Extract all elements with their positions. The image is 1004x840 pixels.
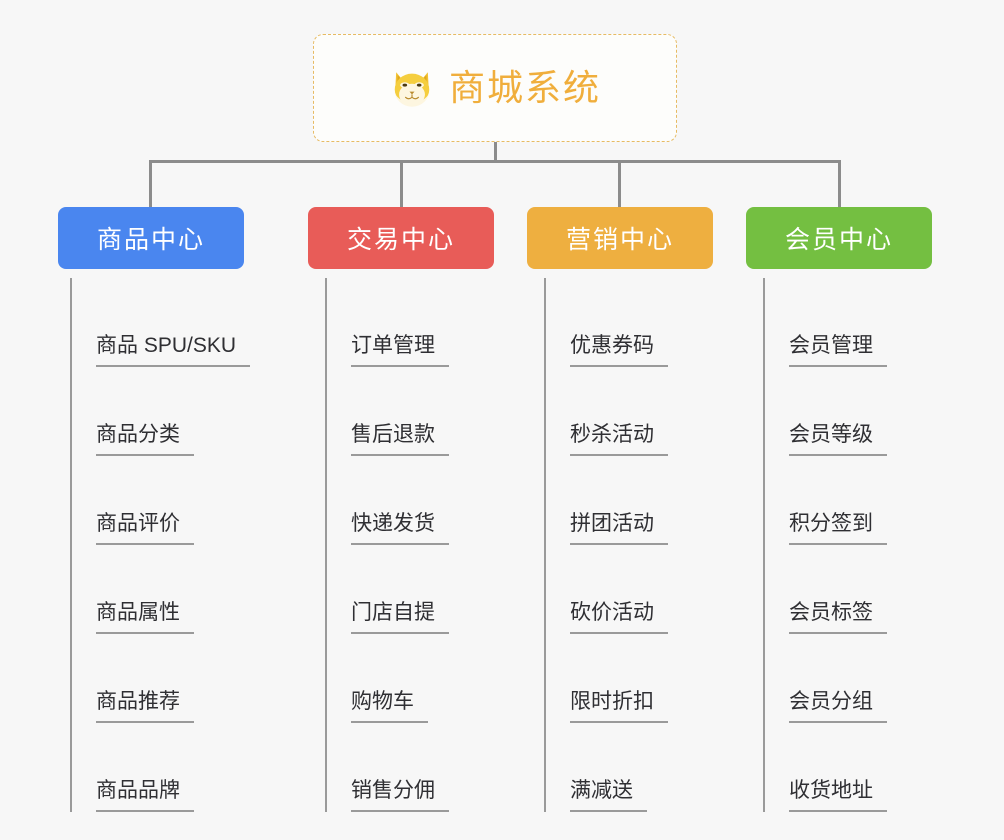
leaf-item[interactable]: 购物车 xyxy=(325,634,449,723)
leaf-label: 销售分佣 xyxy=(351,780,449,812)
leaf-spine-member-center xyxy=(763,278,765,812)
leaf-label: 商品 SPU/SKU xyxy=(96,335,251,367)
category-label-product-center: 商品中心 xyxy=(96,226,205,254)
leaf-label: 商品评价 xyxy=(96,513,194,545)
leaf-label: 限时折扣 xyxy=(570,691,668,723)
leaf-item[interactable]: 商品属性 xyxy=(70,545,250,634)
leaf-item[interactable]: 拼团活动 xyxy=(544,456,668,545)
leaf-label: 砍价活动 xyxy=(570,602,668,634)
leaf-label: 商品属性 xyxy=(96,602,194,634)
leaf-item[interactable]: 商品分类 xyxy=(70,367,250,456)
leaf-label: 会员管理 xyxy=(789,335,887,367)
leaf-item[interactable]: 订单管理 xyxy=(325,278,449,367)
root-title: 商城系统 xyxy=(448,67,601,108)
leaf-column-marketing-center: 优惠券码 秒杀活动 拼团活动 砍价活动 限时折扣 满减送 xyxy=(544,278,668,812)
leaf-item[interactable]: 积分签到 xyxy=(763,456,887,545)
leaf-item[interactable]: 限时折扣 xyxy=(544,634,668,723)
category-label-marketing-center: 营销中心 xyxy=(565,226,674,254)
leaf-item[interactable]: 商品评价 xyxy=(70,456,250,545)
leaf-label: 门店自提 xyxy=(351,602,449,634)
connector-root-stem xyxy=(494,142,497,163)
leaf-item[interactable]: 收货地址 xyxy=(763,723,887,812)
category-box-marketing-center[interactable]: 营销中心 xyxy=(527,207,713,269)
leaf-item[interactable]: 会员分组 xyxy=(763,634,887,723)
leaf-label: 商品分类 xyxy=(96,424,194,456)
leaf-label: 优惠券码 xyxy=(570,335,668,367)
leaf-spine-trade-center xyxy=(325,278,327,812)
leaf-item[interactable]: 满减送 xyxy=(544,723,668,812)
leaf-item[interactable]: 优惠券码 xyxy=(544,278,668,367)
leaf-spine-marketing-center xyxy=(544,278,546,812)
leaf-label: 会员标签 xyxy=(789,602,887,634)
leaf-column-member-center: 会员管理 会员等级 积分签到 会员标签 会员分组 收货地址 xyxy=(763,278,887,812)
category-box-product-center[interactable]: 商品中心 xyxy=(58,207,244,269)
leaf-label: 商品推荐 xyxy=(96,691,194,723)
leaf-item[interactable]: 商品 SPU/SKU xyxy=(70,278,251,367)
leaf-item[interactable]: 砍价活动 xyxy=(544,545,668,634)
leaf-label: 会员分组 xyxy=(789,691,887,723)
connector-drop-trade xyxy=(400,160,403,207)
connector-drop-marketing xyxy=(618,160,621,207)
leaf-label: 订单管理 xyxy=(351,335,449,367)
leaf-label: 购物车 xyxy=(351,691,428,723)
leaf-label: 积分签到 xyxy=(789,513,887,545)
leaf-label: 满减送 xyxy=(570,780,647,812)
leaf-item[interactable]: 销售分佣 xyxy=(325,723,449,812)
category-label-member-center: 会员中心 xyxy=(784,226,893,254)
leaf-label: 秒杀活动 xyxy=(570,424,668,456)
leaf-label: 售后退款 xyxy=(351,424,449,456)
leaf-label: 拼团活动 xyxy=(570,513,668,545)
category-label-trade-center: 交易中心 xyxy=(346,226,455,254)
leaf-label: 会员等级 xyxy=(789,424,887,456)
leaf-item[interactable]: 商品品牌 xyxy=(70,723,250,812)
root-node-mall-system[interactable]: 商城系统 xyxy=(313,34,677,142)
leaf-item[interactable]: 商品推荐 xyxy=(70,634,250,723)
leaf-item[interactable]: 售后退款 xyxy=(325,367,449,456)
shiba-dog-icon xyxy=(389,65,435,111)
leaf-item[interactable]: 门店自提 xyxy=(325,545,449,634)
leaf-item[interactable]: 快递发货 xyxy=(325,456,449,545)
leaf-label: 商品品牌 xyxy=(96,780,194,812)
leaf-spine-product-center xyxy=(70,278,72,812)
connector-bus xyxy=(149,160,840,163)
leaf-item[interactable]: 会员标签 xyxy=(763,545,887,634)
leaf-column-trade-center: 订单管理 售后退款 快递发货 门店自提 购物车 销售分佣 xyxy=(325,278,449,812)
category-box-member-center[interactable]: 会员中心 xyxy=(746,207,932,269)
leaf-item[interactable]: 秒杀活动 xyxy=(544,367,668,456)
leaf-item[interactable]: 会员管理 xyxy=(763,278,887,367)
connector-drop-product xyxy=(149,160,152,207)
connector-drop-member xyxy=(838,160,841,207)
leaf-label: 快递发货 xyxy=(351,513,449,545)
leaf-label: 收货地址 xyxy=(789,780,887,812)
leaf-column-product-center: 商品 SPU/SKU 商品分类 商品评价 商品属性 商品推荐 商品品牌 xyxy=(70,278,251,812)
leaf-item[interactable]: 会员等级 xyxy=(763,367,887,456)
category-box-trade-center[interactable]: 交易中心 xyxy=(308,207,494,269)
